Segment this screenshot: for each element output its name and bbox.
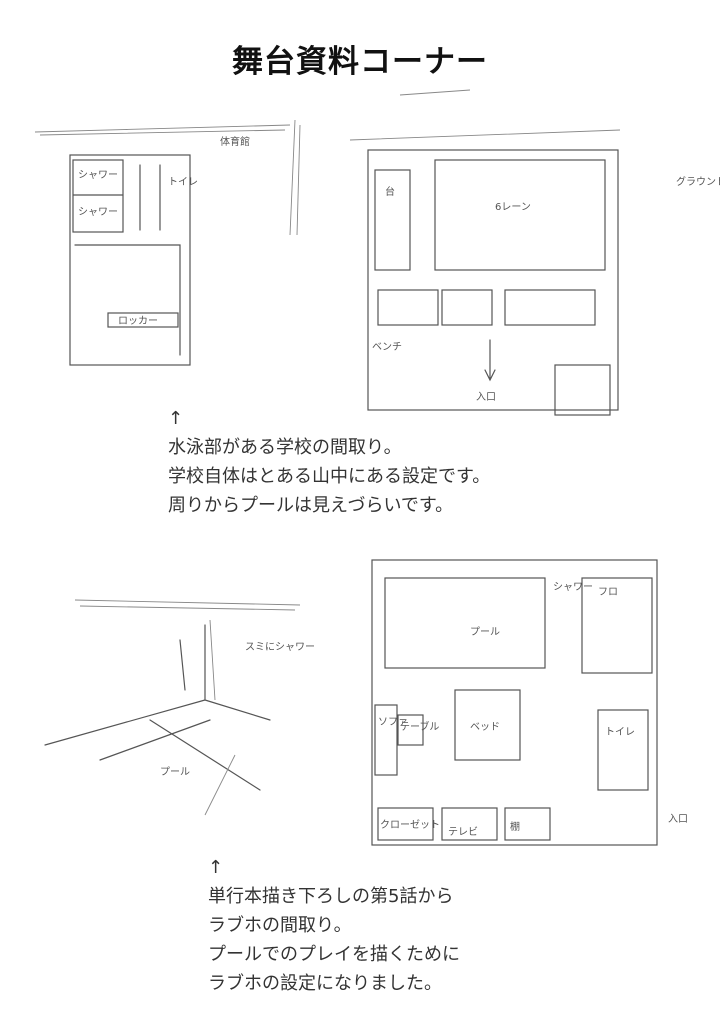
school-locker-room-sketch: シャワー シャワー トイレ ロッカー 体育館 [34,119,301,366]
hotel-floorplan-sketch: プール シャワー フロ ソファ テーブル ベッド トイレ 入口 クローゼット テ… [371,559,688,846]
sketch-label: 6レーン [495,202,531,213]
sketch-label: フロ [598,587,618,598]
caption-arrow: ↑ [168,408,184,429]
school-pool-sketch: 台 6レーン グラウンド 入口 ベンチ [349,89,720,416]
sketch-label: トイレ [168,177,198,188]
caption-line: プールでのプレイを描くために [208,944,460,965]
sketch-label: シャワー [553,582,593,593]
caption-line: 周りからプールは見えづらいです。 [168,495,454,516]
caption-line: 学校自体はとある山中にある設定です。 [168,466,491,487]
caption-hotel: ↑ 単行本描き下ろしの第5話から ラブホの間取り。 プールでのプレイを描くために… [208,853,460,998]
caption-school: ↑ 水泳部がある学校の間取り。 学校自体はとある山中にある設定です。 周りからプ… [168,404,490,520]
sketch-label: ロッカー [118,315,158,327]
sketch-label: ソファ [378,717,408,728]
sketch-label: クローゼット [380,819,440,831]
caption-line: ラブホの設定になりました。 [208,973,442,994]
sketch-label: プール [470,626,500,638]
sketch-label: 台 [385,185,395,198]
sketch-label: スミにシャワー [245,641,315,653]
sketch-label: トイレ [605,727,635,738]
caption-arrow: ↑ [208,857,224,878]
sketch-label: テレビ [448,826,478,838]
sketch-label: 棚 [510,820,520,833]
sketch-label: ベッド [470,721,500,733]
caption-line: ラブホの間取り。 [208,915,352,936]
caption-line: 単行本描き下ろしの第5話から [208,886,454,907]
caption-line: 水泳部がある学校の間取り。 [168,437,402,458]
sketch-label: 入口 [668,814,688,825]
sketch-label: ベンチ [372,341,402,353]
sketch-label: シャワー [78,207,118,218]
sketch-label: グラウンド [676,175,720,188]
sketch-label: シャワー [78,170,118,181]
sketch-label: テーブル [400,720,439,733]
sketch-label: 入口 [476,392,496,403]
page-title: 舞台資料コーナー [232,44,488,80]
sketch-label: 体育館 [220,135,250,148]
hotel-pool-perspective-sketch: スミにシャワー プール [44,599,315,816]
sketch-label: プール [160,766,190,778]
